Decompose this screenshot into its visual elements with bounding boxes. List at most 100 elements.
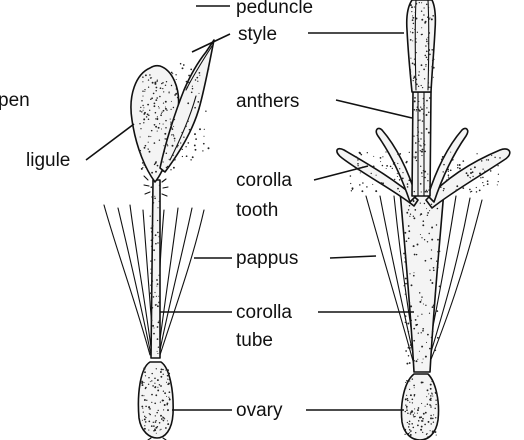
stipple-dot xyxy=(415,82,416,83)
stipple-dot xyxy=(413,385,415,387)
stipple-dot xyxy=(419,351,420,352)
stipple-dot xyxy=(427,436,428,437)
stipple-dot xyxy=(183,136,184,137)
stipple-dot xyxy=(144,368,145,369)
stipple-dot xyxy=(151,196,152,197)
stipple-dot xyxy=(429,404,431,406)
stipple-dot xyxy=(405,322,406,323)
stipple-dot xyxy=(409,378,410,379)
stipple-dot xyxy=(409,429,411,431)
stipple-dot xyxy=(406,395,407,396)
stipple-dot xyxy=(153,202,155,204)
stipple-dot xyxy=(170,121,171,122)
stipple-dot xyxy=(437,239,439,241)
stipple-dot xyxy=(433,269,435,271)
stipple-dot xyxy=(412,402,413,403)
stipple-dot xyxy=(443,190,444,191)
stipple-dot xyxy=(150,227,151,228)
stipple-dot xyxy=(144,371,146,373)
stipple-dot xyxy=(399,179,400,180)
stipple-dot xyxy=(431,392,432,393)
stipple-texture xyxy=(139,2,501,437)
stipple-dot xyxy=(424,177,426,179)
stipple-dot xyxy=(411,423,413,425)
stipple-dot xyxy=(434,408,435,409)
stipple-dot xyxy=(414,191,415,192)
stipple-dot xyxy=(371,173,372,174)
stipple-dot xyxy=(164,404,166,406)
stipple-dot xyxy=(432,430,434,432)
stipple-dot xyxy=(469,177,470,178)
stipple-dot xyxy=(157,353,158,354)
stipple-dot xyxy=(399,168,400,169)
stipple-dot xyxy=(422,418,424,420)
stipple-dot xyxy=(435,400,436,401)
stipple-dot xyxy=(418,74,420,76)
stipple-dot xyxy=(428,233,429,234)
stipple-dot xyxy=(448,171,449,172)
stipple-dot xyxy=(144,416,145,417)
stipple-dot xyxy=(165,127,167,129)
stipple-dot xyxy=(439,237,440,238)
stipple-dot xyxy=(150,285,151,286)
stipple-dot xyxy=(418,138,420,140)
stipple-dot xyxy=(195,138,197,140)
stipple-dot xyxy=(149,151,151,153)
stipple-dot xyxy=(157,410,158,411)
stipple-dot xyxy=(431,207,432,208)
stipple-dot xyxy=(411,11,412,12)
stipple-dot xyxy=(422,120,423,121)
stipple-dot xyxy=(406,408,407,409)
stipple-dot xyxy=(457,164,459,166)
stipple-dot xyxy=(169,159,170,160)
stipple-dot xyxy=(428,112,430,114)
stipple-dot xyxy=(373,166,375,168)
stipple-dot xyxy=(160,429,161,430)
stipple-dot xyxy=(414,387,415,388)
stipple-dot xyxy=(494,157,495,158)
stipple-dot xyxy=(148,79,149,80)
stipple-dot xyxy=(415,79,417,81)
stipple-dot xyxy=(434,349,436,351)
stipple-dot xyxy=(412,15,413,16)
stipple-dot xyxy=(397,153,399,155)
stipple-dot xyxy=(168,92,169,93)
stipple-dot xyxy=(415,41,417,43)
stipple-dot xyxy=(405,411,406,412)
stipple-dot xyxy=(411,320,412,321)
stipple-dot xyxy=(157,387,158,388)
stipple-dot xyxy=(156,97,158,99)
stipple-dot xyxy=(430,417,432,419)
stipple-dot xyxy=(425,21,427,23)
stipple-dot xyxy=(357,163,359,165)
stipple-dot xyxy=(420,203,421,204)
stipple-dot xyxy=(414,254,416,256)
stipple-dot xyxy=(150,269,151,270)
stipple-dot xyxy=(410,69,411,70)
stipple-dot xyxy=(426,191,428,193)
stipple-dot xyxy=(167,166,169,168)
stipple-dot xyxy=(172,155,173,156)
stipple-dot xyxy=(175,74,176,75)
stipple-dot xyxy=(424,151,426,153)
stipple-dot xyxy=(415,158,416,159)
stipple-dot xyxy=(487,180,489,182)
stipple-dot xyxy=(165,370,166,371)
stipple-dot xyxy=(405,278,407,280)
stipple-dot xyxy=(432,15,434,17)
stipple-dot xyxy=(412,427,414,429)
stipple-dot xyxy=(414,209,416,211)
stipple-dot xyxy=(429,19,430,20)
stipple-dot xyxy=(163,91,164,92)
stipple-dot xyxy=(429,97,431,99)
stipple-dot xyxy=(427,16,429,18)
stipple-dot xyxy=(143,110,144,111)
stipple-dot xyxy=(426,100,428,102)
stipple-dot xyxy=(399,191,400,192)
stipple-dot xyxy=(145,145,147,147)
stipple-dot xyxy=(152,213,153,214)
stipple-dot xyxy=(407,422,408,423)
stipple-dot xyxy=(424,55,426,57)
stipple-dot xyxy=(486,159,487,160)
stipple-dot xyxy=(190,159,191,160)
